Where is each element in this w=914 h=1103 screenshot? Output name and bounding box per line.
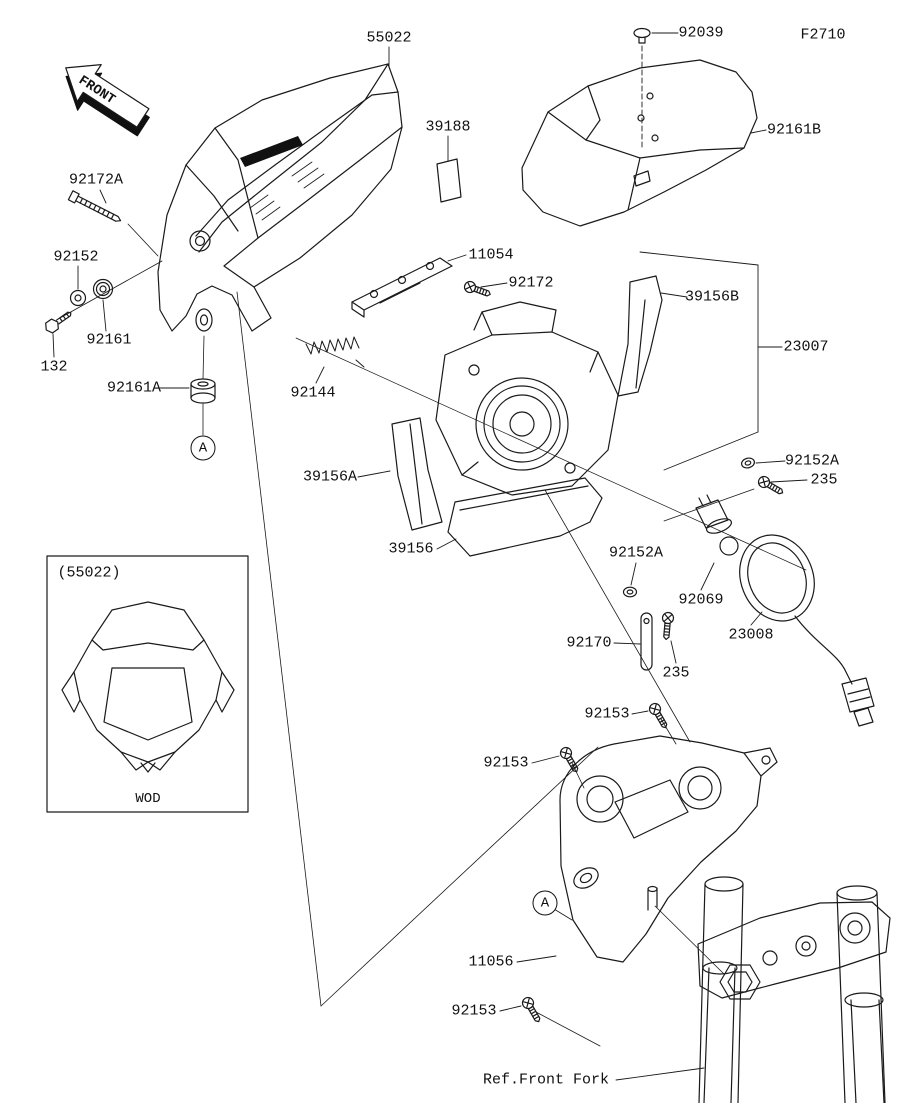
stay-92170-art <box>640 612 653 671</box>
part-label-39156A: 39156A <box>302 468 358 486</box>
bolt-132-art <box>45 311 72 334</box>
part-label-92161B: 92161B <box>766 121 822 139</box>
page-code: F2710 <box>800 26 846 44</box>
cowling-hatching <box>249 161 325 221</box>
left-fastener-axis-line <box>59 260 163 319</box>
headlamp-unit-art <box>435 301 619 496</box>
callout-A: A <box>532 890 558 916</box>
front-fork-art <box>697 876 891 1103</box>
part-label-23008: 23008 <box>728 626 774 644</box>
part-label-11054: 11054 <box>468 246 514 264</box>
screw-92172A-line <box>127 223 159 257</box>
part-label-92153: 92153 <box>451 1002 497 1020</box>
part-label-23007: 23007 <box>783 338 829 356</box>
grommet-92161A-upper-line <box>202 335 205 380</box>
trim-39156-art <box>447 477 603 557</box>
part-label-92170: 92170 <box>566 634 612 652</box>
part-label-92152A: 92152A <box>784 452 840 470</box>
part-label-92153: 92153 <box>584 705 630 723</box>
part-label-92153: 92153 <box>483 754 529 772</box>
screw-92172A-art <box>67 190 122 222</box>
part-label-235: 235 <box>810 471 838 489</box>
part-label-92152A: 92152A <box>608 544 664 562</box>
part-label-92172A: 92172A <box>68 171 124 189</box>
part-label-39156B: 39156B <box>684 288 740 306</box>
inset-cowl-front-view <box>61 601 235 773</box>
construction-lines <box>236 291 691 1007</box>
bulb-92069-art <box>695 494 739 556</box>
part-label-92069: 92069 <box>678 591 724 609</box>
bracket-11054-art <box>351 257 453 318</box>
part-label-92152: 92152 <box>53 248 99 266</box>
inset-box-art <box>46 555 249 813</box>
inset-title: (55022) <box>57 564 121 582</box>
part-label-132: 132 <box>40 358 68 376</box>
trim-39156B-art <box>617 275 663 397</box>
part-label-92161A: 92161A <box>106 379 162 397</box>
part-label-92039: 92039 <box>678 24 724 42</box>
part-label-55022: 55022 <box>366 29 412 47</box>
callout-a-lower-line <box>553 908 573 921</box>
part-label-11056: 11056 <box>468 953 514 971</box>
callout-A: A <box>190 435 216 461</box>
inner-cover-92161B-art <box>521 59 758 227</box>
part-label-92161: 92161 <box>86 331 132 349</box>
trim-39156A-art <box>391 417 443 531</box>
leader-lines <box>52 32 808 1081</box>
part-label-39156: 39156 <box>388 540 434 558</box>
ref-front-fork-label: Ref.Front Fork <box>482 1071 610 1089</box>
inset-watermark: WOD <box>135 791 161 807</box>
part-label-92144: 92144 <box>290 384 336 402</box>
screw-235-right-line <box>663 488 755 522</box>
part-label-92172: 92172 <box>508 274 554 292</box>
part-label-39188: 39188 <box>425 118 471 136</box>
cowling-55022-art <box>157 63 403 332</box>
group-23007-lines <box>639 251 783 471</box>
bracket-11056-art <box>559 735 778 963</box>
position-lamp-23008-art <box>739 534 875 727</box>
screw-92039-icon <box>633 27 651 151</box>
spring-92144-art <box>305 336 365 368</box>
part-label-235: 235 <box>662 664 690 682</box>
washer-92152-art <box>69 289 87 307</box>
pad-39188-art <box>436 158 462 203</box>
